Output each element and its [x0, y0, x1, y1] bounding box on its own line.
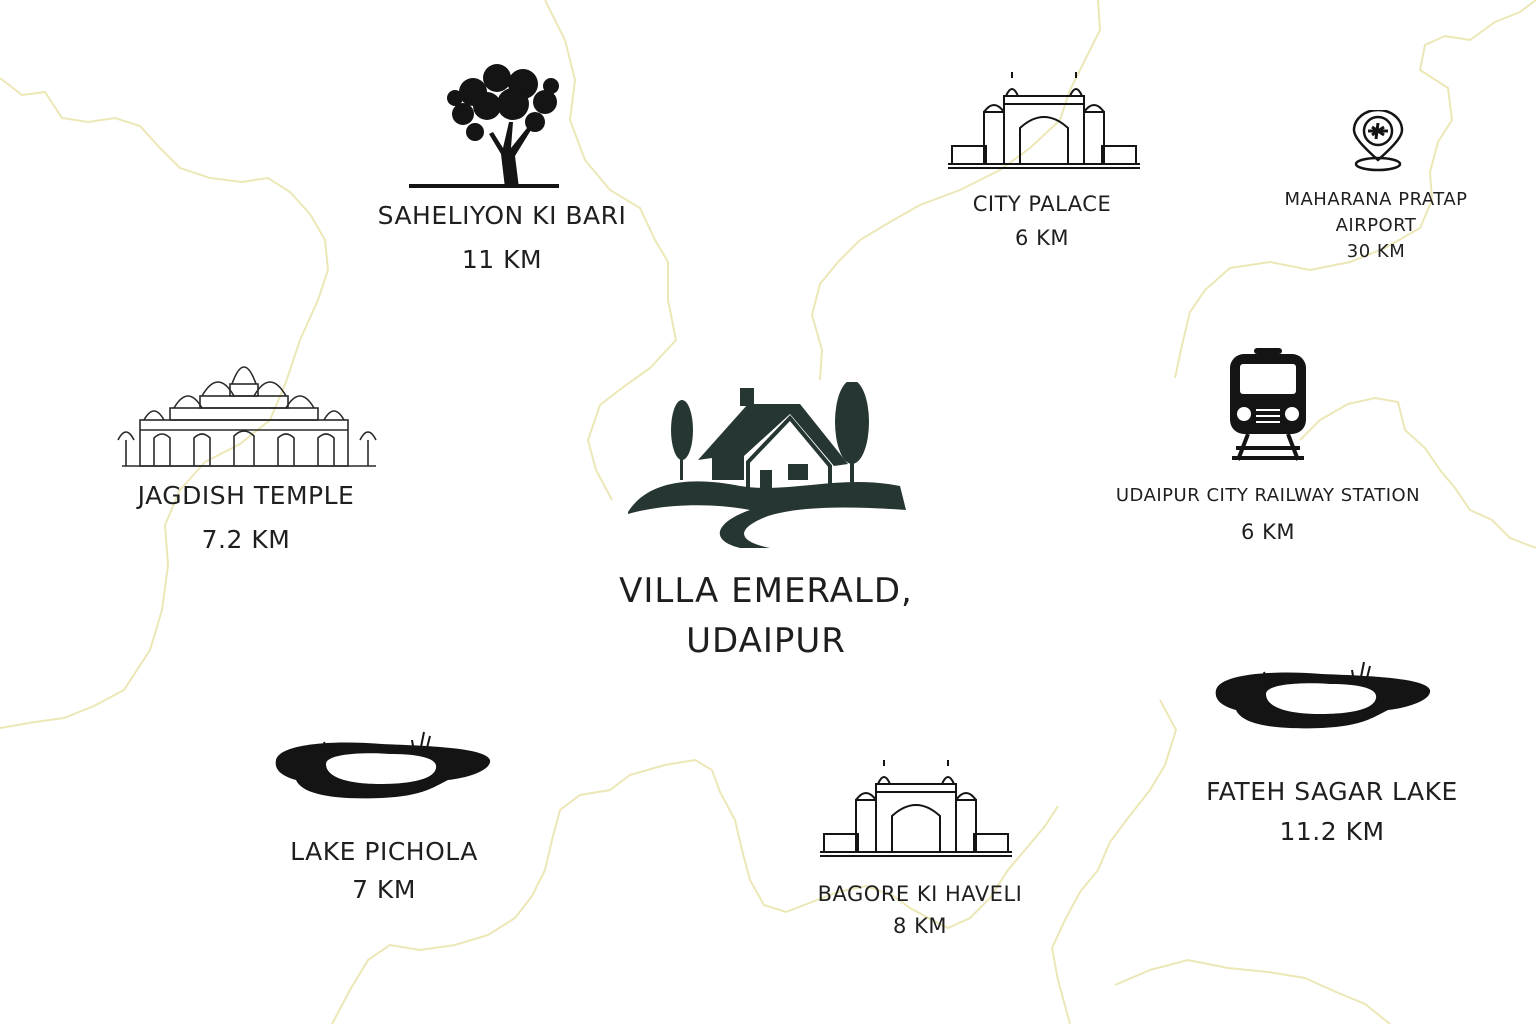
place-bagore-ki-haveli: BAGORE KI HAVELI 8 KM — [790, 878, 1050, 942]
place-jagdish-temple: JAGDISH TEMPLE 7.2 KM — [96, 478, 396, 558]
place-distance: 11.2 KM — [1279, 817, 1385, 846]
place-distance: 8 KM — [893, 914, 947, 938]
place-name: SAHELIYON KI BARI — [377, 201, 627, 230]
airport-pin-icon — [1352, 110, 1404, 172]
place-name: JAGDISH TEMPLE — [137, 481, 355, 510]
place-distance: 7.2 KM — [201, 525, 291, 554]
lake-icon — [275, 731, 491, 799]
train-icon — [1230, 348, 1306, 461]
place-name: UDAIPUR CITY RAILWAY STATION — [1115, 485, 1421, 506]
palace-icon — [948, 72, 1140, 169]
villa-title-line1: VILLA EMERALD, — [619, 571, 913, 611]
place-name-line2: AIRPORT — [1335, 215, 1417, 236]
place-railway-station: UDAIPUR CITY RAILWAY STATION 6 KM — [1090, 482, 1446, 546]
place-distance: 6 KM — [1015, 226, 1069, 250]
place-name-line1: MAHARANA PRATAP — [1284, 189, 1468, 210]
place-saheliyon-ki-bari: SAHELIYON KI BARI 11 KM — [352, 198, 652, 278]
tree-icon — [409, 64, 559, 188]
place-name: BAGORE KI HAVELI — [817, 882, 1023, 906]
place-name: CITY PALACE — [972, 192, 1112, 216]
villa-title-line2: UDAIPUR — [686, 621, 846, 661]
place-name: LAKE PICHOLA — [290, 837, 478, 866]
place-city-palace: CITY PALACE 6 KM — [932, 189, 1152, 253]
place-airport: MAHARANA PRATAP AIRPORT 30 KM — [1266, 187, 1486, 265]
place-distance: 7 KM — [352, 875, 416, 904]
place-fateh-sagar-lake: FATEH SAGAR LAKE 11.2 KM — [1176, 774, 1488, 850]
temple-icon — [117, 366, 377, 467]
place-distance: 30 KM — [1346, 241, 1406, 262]
place-distance: 6 KM — [1241, 520, 1295, 544]
haveli-icon — [820, 760, 1012, 857]
place-lake-pichola: LAKE PICHOLA 7 KM — [234, 834, 534, 908]
place-name: FATEH SAGAR LAKE — [1206, 777, 1458, 806]
lake-icon — [1215, 661, 1431, 729]
villa-title: VILLA EMERALD, UDAIPUR — [556, 566, 976, 666]
place-distance: 11 KM — [461, 245, 543, 274]
villa-house-icon — [628, 382, 906, 548]
